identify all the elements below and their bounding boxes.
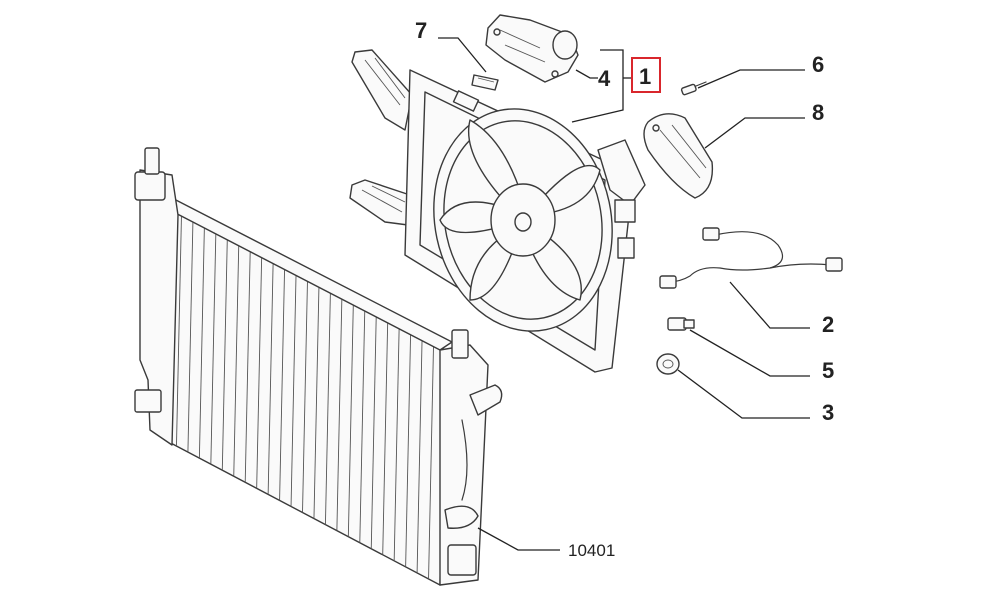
callout-3: 3 xyxy=(822,400,834,425)
callout-1-highlight-box xyxy=(631,57,661,93)
radiator-fin xyxy=(256,256,263,489)
radiator-fin xyxy=(324,291,331,525)
shroud-side-mount-ear xyxy=(349,179,411,226)
radiator-fin xyxy=(359,309,366,543)
radiator-fins xyxy=(176,215,434,579)
radiator-fin xyxy=(405,332,412,567)
callout-8: 8 xyxy=(812,100,824,125)
shroud-motor-housing xyxy=(597,139,646,206)
leader-lines xyxy=(438,37,810,551)
bolt-part-5 xyxy=(667,317,695,331)
leader-7 xyxy=(438,37,487,73)
leader-5 xyxy=(689,329,810,377)
shroud-right-tab-lower xyxy=(617,237,635,259)
shroud-clip xyxy=(452,90,480,112)
leader-4 xyxy=(575,69,598,79)
leader-6 xyxy=(697,69,805,89)
callout-6: 6 xyxy=(812,52,824,77)
radiator-filler-neck xyxy=(144,147,160,175)
callout-2: 2 xyxy=(822,312,834,337)
radiator-fin xyxy=(244,250,251,483)
radiator-fin xyxy=(313,285,320,519)
leader-3 xyxy=(677,369,810,419)
radiator-fin xyxy=(428,344,434,579)
callout-4: 4 xyxy=(598,66,611,91)
radiator-fin xyxy=(393,326,400,561)
shroud-top-mount-ear xyxy=(351,49,413,131)
radiator-fin xyxy=(347,303,354,537)
radiator-left-tank xyxy=(139,169,179,446)
leader-10401 xyxy=(477,527,560,551)
radiator-fin xyxy=(370,314,377,549)
radiator-right-post xyxy=(451,329,469,359)
callout-labels: 7 4 1 6 8 2 5 3 10401 xyxy=(415,18,834,560)
radiator-right-mount xyxy=(447,544,477,576)
callout-5: 5 xyxy=(822,358,834,383)
radiator-fin xyxy=(279,268,286,501)
shroud-right-tab-upper xyxy=(614,199,636,223)
radiator-fin xyxy=(233,244,240,477)
radiator-fin xyxy=(416,338,423,573)
callout-7: 7 xyxy=(415,18,427,43)
leader-1-bracket xyxy=(571,49,624,123)
radiator xyxy=(134,147,503,586)
radiator-fin xyxy=(176,215,182,447)
nut-part-3 xyxy=(656,353,680,375)
fan-shroud-assembly xyxy=(349,49,646,373)
radiator-tank-seam xyxy=(461,419,468,501)
wiring-harness-part-2 xyxy=(659,227,843,289)
radiator-fin xyxy=(302,279,308,513)
radiator-left-mount xyxy=(134,389,162,413)
callout-10401: 10401 xyxy=(568,541,615,560)
leader-8 xyxy=(704,117,805,149)
radiator-fin xyxy=(267,262,274,495)
fan-hub-center xyxy=(514,212,532,232)
radiator-fin xyxy=(210,233,217,465)
radiator-fin xyxy=(336,297,343,531)
callout-1: 1 xyxy=(639,64,651,89)
radiator-fin xyxy=(198,227,205,459)
radiator-lower-hose-outlet xyxy=(444,505,479,529)
screw-part-6 xyxy=(680,81,707,96)
radiator-fin xyxy=(221,239,228,471)
radiator-upper-hose-outlet xyxy=(469,384,503,416)
leader-2 xyxy=(729,281,810,329)
radiator-fin xyxy=(187,221,194,453)
radiator-fin xyxy=(382,320,389,555)
fan-resistor-module xyxy=(485,14,579,83)
clip-part-7 xyxy=(471,74,499,91)
harness-connector-right xyxy=(825,257,843,272)
radiator-fin xyxy=(290,274,297,507)
harness-connector-top xyxy=(702,227,720,241)
cover-part-8 xyxy=(643,113,714,199)
harness-connector-left xyxy=(659,275,677,289)
radiator-left-bracket xyxy=(134,171,166,201)
